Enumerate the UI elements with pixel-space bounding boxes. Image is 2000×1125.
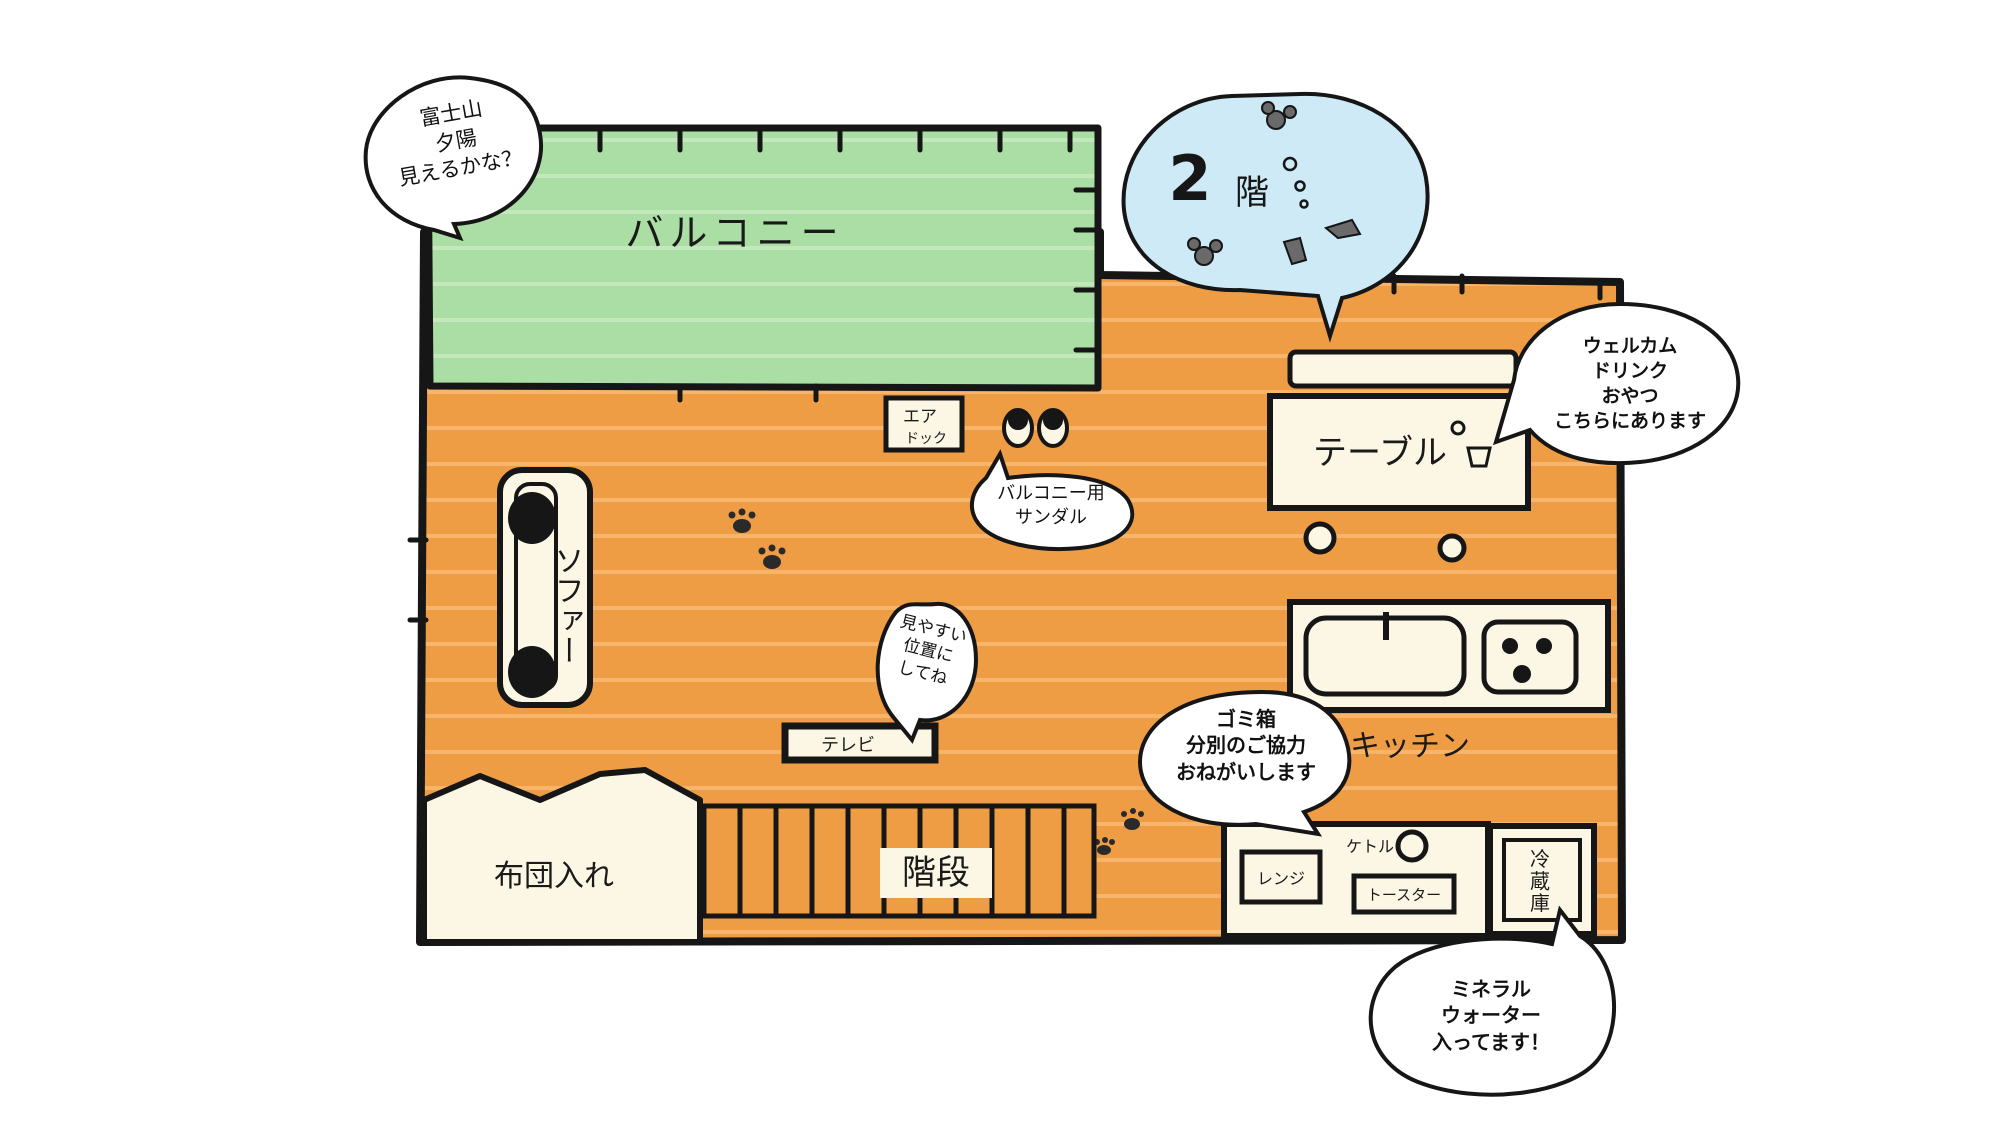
- water-note-line-1: ミネラル: [1451, 977, 1531, 1001]
- air-dock-label-1: エア: [903, 407, 937, 427]
- balcony-area: [424, 124, 1102, 392]
- slipper-icon: [1002, 408, 1069, 448]
- floor-number: 2: [1168, 142, 1211, 215]
- floor-number-kanji: 階: [1235, 173, 1269, 213]
- trash-note-line-1: ゴミ箱: [1216, 707, 1276, 731]
- sandal-note-line-1: バルコニー用: [997, 483, 1105, 504]
- air-dock-label-2: ドック: [905, 431, 947, 447]
- bubble-dots: [1282, 156, 1309, 209]
- kitchen-counter: [1287, 599, 1611, 713]
- sandal-note-line-2: サンダル: [1015, 506, 1087, 528]
- water-note: ミネラル ウォーター 入ってます！: [1396, 976, 1586, 1055]
- stove-icon: [1502, 638, 1552, 683]
- appliance-shelf: [1221, 821, 1491, 939]
- futon-storage: [421, 767, 703, 945]
- fridge-label-2: 蔵: [1530, 869, 1550, 893]
- air-dock: [883, 395, 965, 453]
- fridge-label-3: 庫: [1530, 891, 1550, 915]
- balcony-railing: [407, 127, 1603, 623]
- table-label: テーブル: [1313, 433, 1447, 473]
- welcome-note-line-1: ウェルカム: [1582, 335, 1678, 357]
- welcome-note-line-3: おやつ: [1601, 385, 1659, 408]
- stairs-label: 階段: [902, 853, 970, 893]
- fuji-note-bubble: [363, 75, 544, 242]
- welcome-note-bubble: [1492, 301, 1741, 466]
- water-note-line-3: 入ってます！: [1432, 1029, 1550, 1054]
- microwave-label: レンジ: [1257, 869, 1305, 888]
- water-note-bubble: [1368, 905, 1616, 1097]
- sandal-note: バルコニー用 サンダル: [972, 482, 1130, 530]
- sofa-label: ソファー: [549, 545, 584, 665]
- fridge: [1487, 823, 1597, 937]
- cup-icon: [1450, 420, 1492, 468]
- welcome-note-line-2: ドリンク: [1591, 360, 1668, 383]
- trash-note-line-2: 分別のご協力: [1186, 733, 1306, 758]
- welcome-note-line-4: こちらにあります: [1553, 410, 1706, 433]
- welcome-note: ウェルカム ドリンク おやつ こちらにあります: [1530, 334, 1730, 434]
- sofa: [497, 467, 593, 708]
- toaster-label: トースター: [1367, 886, 1441, 904]
- trash-note-line-3: おねがいします: [1176, 759, 1316, 784]
- floor-number-bubble: [1121, 91, 1430, 343]
- futon-storage-label: 布団入れ: [494, 859, 614, 894]
- water-note-line-2: ウォーター: [1441, 1003, 1541, 1028]
- kettle-label: ケトル: [1346, 837, 1394, 856]
- balcony-label: バルコニー: [625, 211, 844, 255]
- flower-icon: [1187, 101, 1297, 266]
- trash-note: ゴミ箱 分別のご協力 おねがいします: [1146, 706, 1346, 785]
- tv-position-note-bubble: [875, 601, 979, 744]
- kitchen-label: キッチン: [1350, 729, 1470, 764]
- fridge-label-1: 冷: [1530, 847, 1550, 871]
- stairs: [701, 803, 1097, 919]
- bird-icon: [1282, 218, 1362, 266]
- trash-note-bubble: [1137, 689, 1352, 837]
- sandal-note-bubble: [969, 449, 1135, 551]
- tv-label: テレビ: [821, 735, 875, 756]
